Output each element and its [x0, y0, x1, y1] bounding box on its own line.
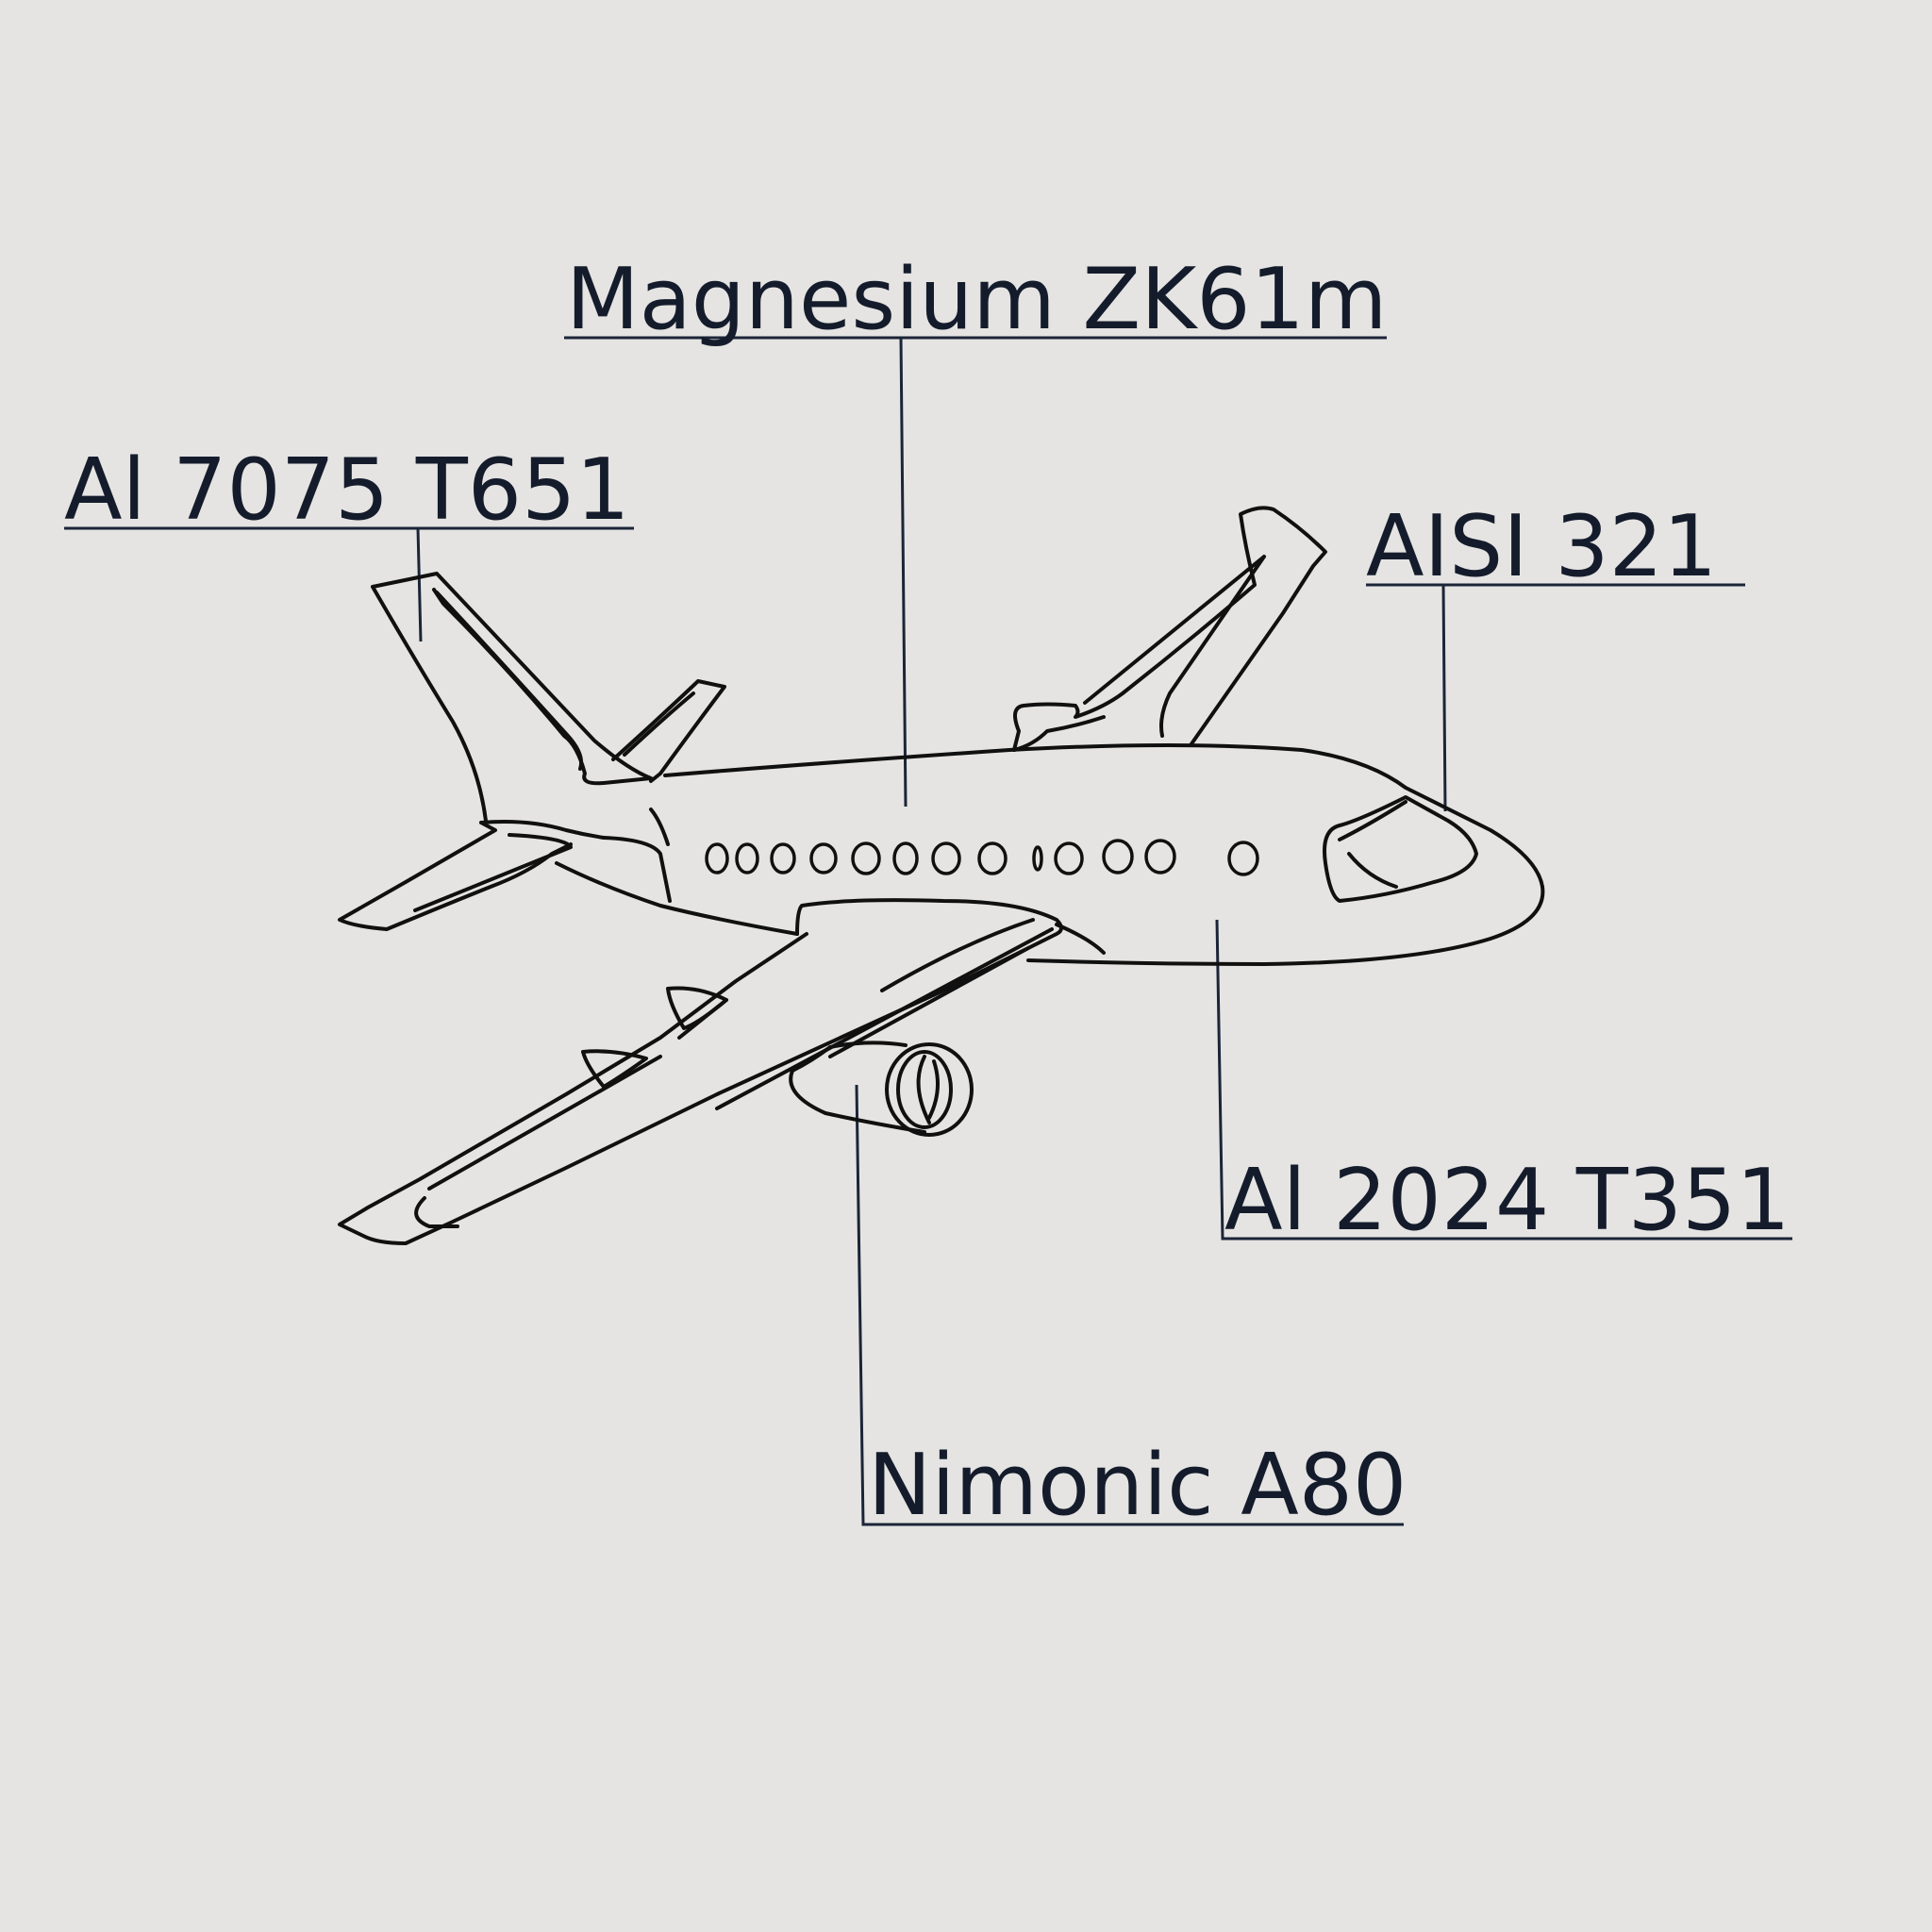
window — [705, 842, 729, 874]
vertical-stabilizer — [371, 572, 653, 823]
window — [977, 841, 1008, 875]
window — [1054, 841, 1084, 875]
window — [931, 841, 961, 875]
far-horizontal-stabilizer-inner — [623, 691, 695, 757]
fuselage-top — [663, 743, 1544, 889]
leader-lines — [64, 336, 1792, 1526]
flap-fairing — [581, 1049, 648, 1089]
window — [892, 841, 919, 875]
window — [1102, 839, 1134, 874]
near-wing — [338, 898, 1063, 1245]
cockpit-window-inner — [1338, 800, 1407, 889]
window — [1144, 839, 1176, 874]
cockpit-window — [1323, 795, 1478, 903]
engine-fan-blade — [916, 1055, 940, 1124]
window — [851, 841, 881, 875]
label-fuselage-frame: Magnesium ZK61m — [566, 250, 1388, 349]
leader-line-engine — [855, 1084, 1404, 1526]
vertical-stabilizer-inner — [435, 591, 584, 771]
fuselage-tail-curve — [602, 836, 672, 903]
window — [770, 842, 796, 874]
window — [809, 842, 838, 874]
passenger-windows — [705, 839, 1259, 876]
label-nose: AISI 321 — [1366, 497, 1718, 596]
engine-nacelle — [789, 1045, 926, 1134]
near-horizontal-stabilizer-inner — [413, 833, 573, 912]
label-engine: Nimonic A80 — [868, 1436, 1407, 1535]
far-horizontal-stabilizer — [611, 679, 726, 783]
near-wing-trailing-edge — [828, 923, 1106, 1058]
leader-line-fuselage-frame-drop — [899, 337, 908, 808]
far-wing-root — [1012, 715, 1106, 752]
label-tail: Al 7075 T651 — [64, 441, 630, 540]
leader-line-tail-drop — [416, 527, 423, 642]
far-wing — [1012, 506, 1327, 752]
near-horizontal-stabilizer — [338, 820, 606, 931]
leader-line-nose-drop — [1441, 584, 1447, 812]
near-wing-inner — [414, 918, 1054, 1228]
label-fuselage-skin: Al 2024 T351 — [1224, 1151, 1790, 1250]
fuselage-bottom — [555, 808, 1545, 966]
engine-intake — [885, 1042, 974, 1137]
leader-line-fuselage-skin — [1215, 919, 1792, 1241]
flap-fairing — [666, 986, 728, 1030]
airplane-sketch — [338, 506, 1545, 1245]
far-wing-inner — [1083, 555, 1266, 738]
window — [1032, 845, 1043, 872]
engine-top — [828, 1041, 908, 1049]
engine-fan — [896, 1050, 953, 1129]
window — [735, 842, 759, 874]
window — [1227, 841, 1259, 876]
